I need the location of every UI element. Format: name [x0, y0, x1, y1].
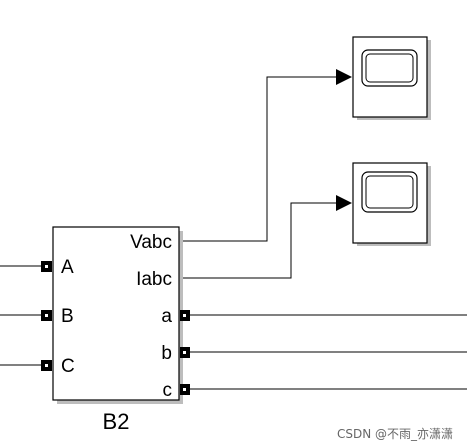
- watermark-text: CSDN @不雨_亦潇潇: [337, 426, 453, 441]
- input-port-b[interactable]: [41, 310, 52, 321]
- measurement-block-b2[interactable]: [52, 226, 183, 404]
- output-port-a[interactable]: [180, 310, 190, 321]
- scope-icon: [361, 49, 418, 87]
- output-label-iabc: Iabc: [136, 269, 172, 290]
- output-label-a: a: [161, 306, 172, 327]
- input-port-a[interactable]: [41, 261, 52, 272]
- input-label-c: C: [61, 356, 75, 377]
- input-port-c[interactable]: [41, 360, 52, 371]
- output-label-c: c: [163, 380, 173, 401]
- arrowhead-scope-2: [336, 195, 352, 211]
- input-label-a: A: [61, 257, 74, 278]
- output-port-b[interactable]: [180, 347, 190, 358]
- scope-icon: [361, 171, 418, 213]
- scope-block-1[interactable]: [352, 36, 431, 120]
- output-label-b: b: [161, 343, 172, 364]
- signal-line-iabc[interactable]: [180, 202, 336, 279]
- input-label-b: B: [61, 306, 74, 327]
- signal-line-vabc[interactable]: [180, 76, 336, 242]
- arrowhead-scope-1: [336, 69, 352, 85]
- scope-block-2[interactable]: [352, 162, 431, 246]
- output-label-vabc: Vabc: [130, 232, 172, 253]
- block-name-label[interactable]: B2: [103, 409, 130, 434]
- output-port-c[interactable]: [180, 384, 190, 395]
